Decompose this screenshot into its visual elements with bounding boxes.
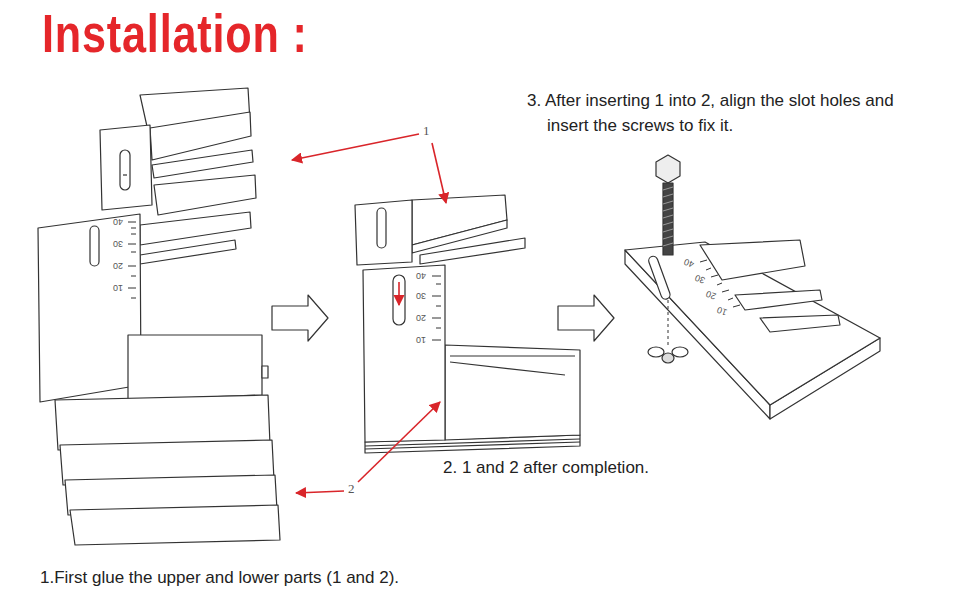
scale-number: 30 (694, 273, 707, 286)
scale-number: 10 (716, 305, 729, 318)
scale-number: 30 (113, 239, 123, 249)
scale-number: 20 (113, 261, 123, 271)
scale-number: 20 (705, 289, 718, 302)
scale-number: 10 (416, 335, 426, 345)
scale-number: 40 (113, 217, 123, 227)
exploded-upper-part (100, 88, 256, 215)
scale-number: 40 (416, 271, 426, 281)
step-text: 3. After inserting 1 into 2, align the s… (527, 88, 922, 138)
final-assembly (625, 240, 880, 419)
screw (648, 155, 688, 363)
scale-number: 40 (683, 257, 696, 270)
step-arrow (558, 295, 614, 341)
step-text: 1.First glue the upper and lower parts (… (40, 565, 399, 590)
leader-arrows (292, 134, 446, 493)
page-title: Installation : (42, 2, 308, 64)
assembled-lower-part (363, 265, 580, 453)
scale-number: 30 (416, 291, 426, 301)
scale-number: 20 (416, 313, 426, 323)
assembled-upper-part (355, 195, 525, 265)
step-text: 2. 1 and 2 after completion. (443, 455, 649, 480)
callout-number: 2 (348, 481, 355, 497)
exploded-lower-part (55, 335, 280, 545)
scale-number: 10 (113, 283, 123, 293)
step-arrow (272, 295, 328, 341)
callout-number: 1 (423, 123, 430, 139)
